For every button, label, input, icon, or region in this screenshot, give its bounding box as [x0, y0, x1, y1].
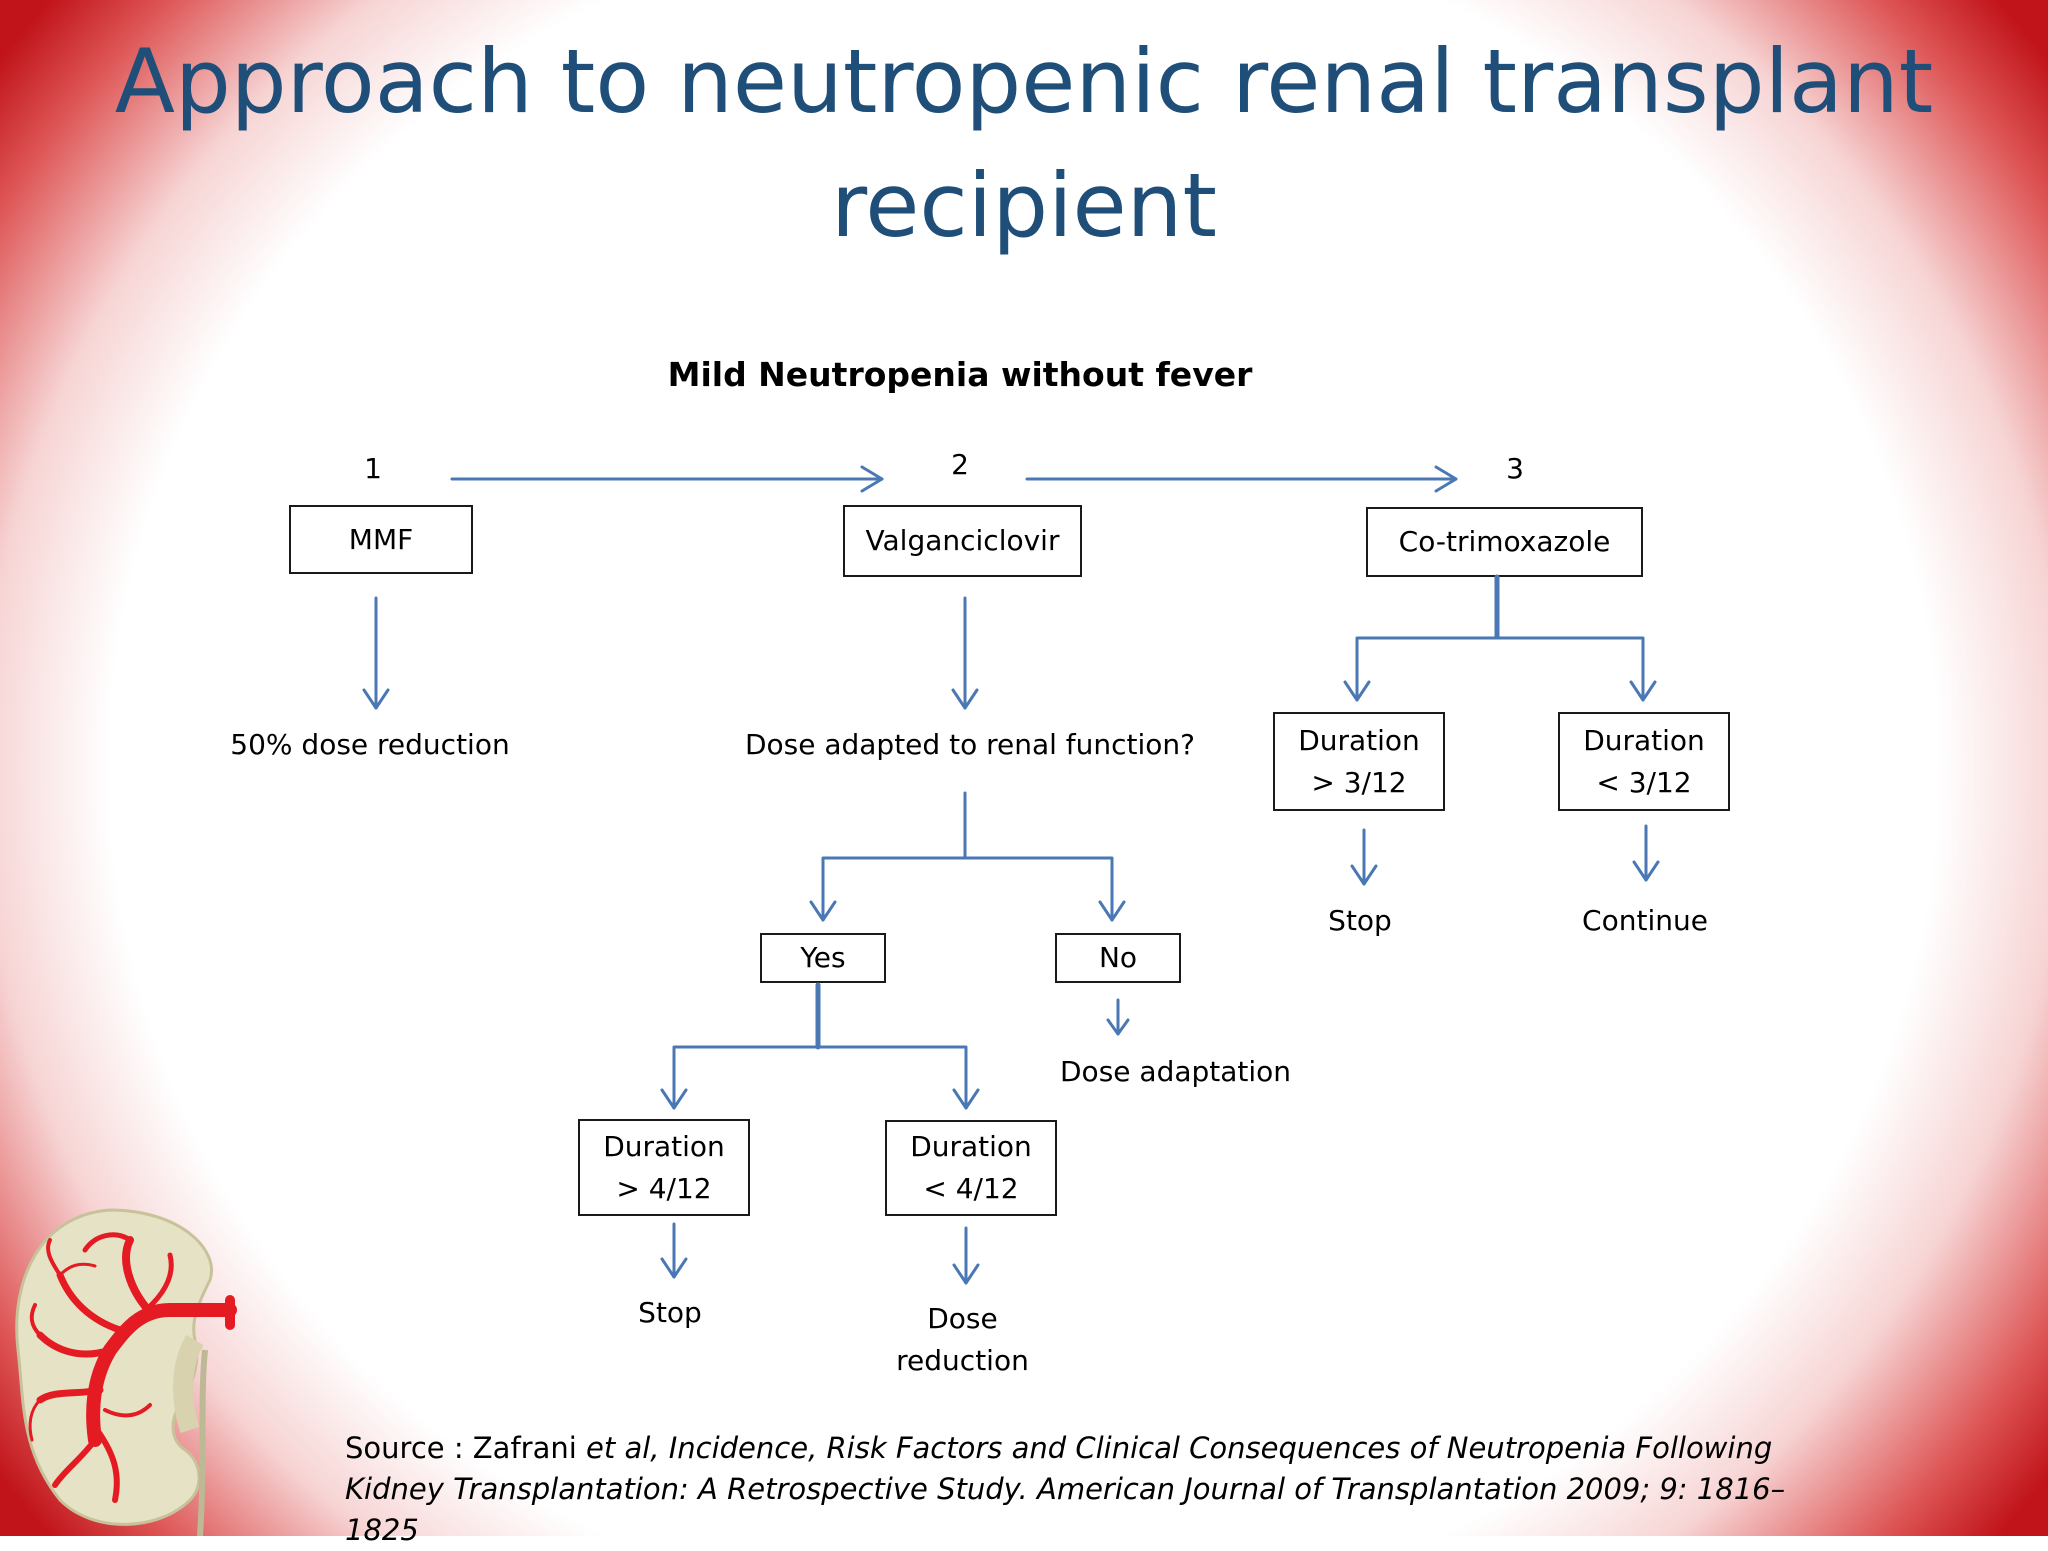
connector-cotri-split	[1355, 636, 1645, 702]
arrow-head	[660, 1257, 688, 1279]
diagram-subtitle: Mild Neutropenia without fever	[667, 355, 1253, 394]
arrow-head	[660, 1088, 688, 1110]
valgan-duration-long-line2: > 4/12	[616, 1171, 712, 1205]
cotri-duration-short-line1: Duration	[1583, 723, 1705, 757]
cotri-duration-long-line2: > 3/12	[1311, 765, 1407, 799]
valgan-duration-short-line1: Duration	[910, 1130, 1032, 1163]
no-box: No	[1055, 933, 1181, 983]
valgan-duration-long-line1: Duration	[603, 1129, 725, 1163]
valganciclovir-box: Valganciclovir	[843, 505, 1082, 577]
arrow-head	[1343, 680, 1371, 702]
cotri-continue-outcome: Continue	[1582, 904, 1708, 937]
kidney-icon	[15, 1208, 237, 1536]
arrow-head	[860, 465, 884, 493]
cotri-stop-outcome: Stop	[1328, 904, 1392, 937]
connector-yes-no-split	[821, 856, 1114, 922]
dose-adaptation-outcome: Dose adaptation	[1060, 1055, 1292, 1088]
cotri-duration-long-box: Duration > 3/12	[1273, 712, 1445, 811]
valgan-duration-long-box: Duration > 4/12	[578, 1119, 750, 1216]
arrow-head	[1350, 864, 1378, 886]
valganciclovir-label: Valganciclovir	[865, 524, 1060, 557]
step-number-3: 3	[1506, 452, 1524, 485]
no-label: No	[1098, 941, 1138, 974]
valgan-dose-reduction-line2: reduction	[896, 1344, 1029, 1377]
source-etal: et al,	[586, 1431, 660, 1465]
arrow-head	[1434, 465, 1458, 493]
arrow-head	[951, 688, 979, 710]
cotri-duration-short-line2: < 3/12	[1596, 765, 1692, 799]
source-reference: Incidence, Risk Factors and Clinical Con…	[345, 1431, 1786, 1547]
cotri-duration-long-line1: Duration	[1298, 723, 1420, 757]
arrow-head	[952, 1263, 980, 1285]
arrow-head	[1098, 900, 1126, 922]
cotri-duration-short-box: Duration < 3/12	[1558, 712, 1730, 811]
mmf-label: MMF	[348, 522, 414, 556]
arrow-head	[952, 1088, 980, 1110]
valgan-dose-reduction-line1: Dose	[927, 1302, 998, 1335]
arrow-head	[362, 688, 390, 710]
slide-title: Approach to neutropenic renal transplant…	[114, 30, 1934, 257]
arrow-head	[1632, 860, 1660, 882]
mmf-box: MMF	[289, 505, 473, 574]
cotrimoxazole-label: Co-trimoxazole	[1398, 525, 1611, 558]
source-citation: Source : Zafrani et al, Incidence, Risk …	[345, 1428, 1825, 1551]
cotrimoxazole-box: Co-trimoxazole	[1366, 507, 1643, 577]
yes-label: Yes	[800, 941, 846, 974]
step-number-1: 1	[364, 452, 382, 485]
valgan-duration-short-line2: < 4/12	[923, 1172, 1019, 1205]
arrow-head	[1106, 1018, 1130, 1036]
step-number-2: 2	[951, 448, 969, 481]
source-prefix: Source : Zafrani	[345, 1431, 587, 1465]
valgan-stop-outcome: Stop	[638, 1296, 702, 1329]
valgan-dose-reduction-outcome: Dose reduction	[870, 1298, 1055, 1382]
valgan-duration-short-box: Duration < 4/12	[885, 1120, 1057, 1216]
arrow-head	[1629, 680, 1657, 702]
renal-function-question: Dose adapted to renal function?	[744, 728, 1196, 761]
yes-box: Yes	[760, 933, 886, 983]
mmf-outcome: 50% dose reduction	[230, 728, 510, 761]
connector-yes-split	[672, 1045, 968, 1110]
arrow-head	[809, 900, 837, 922]
